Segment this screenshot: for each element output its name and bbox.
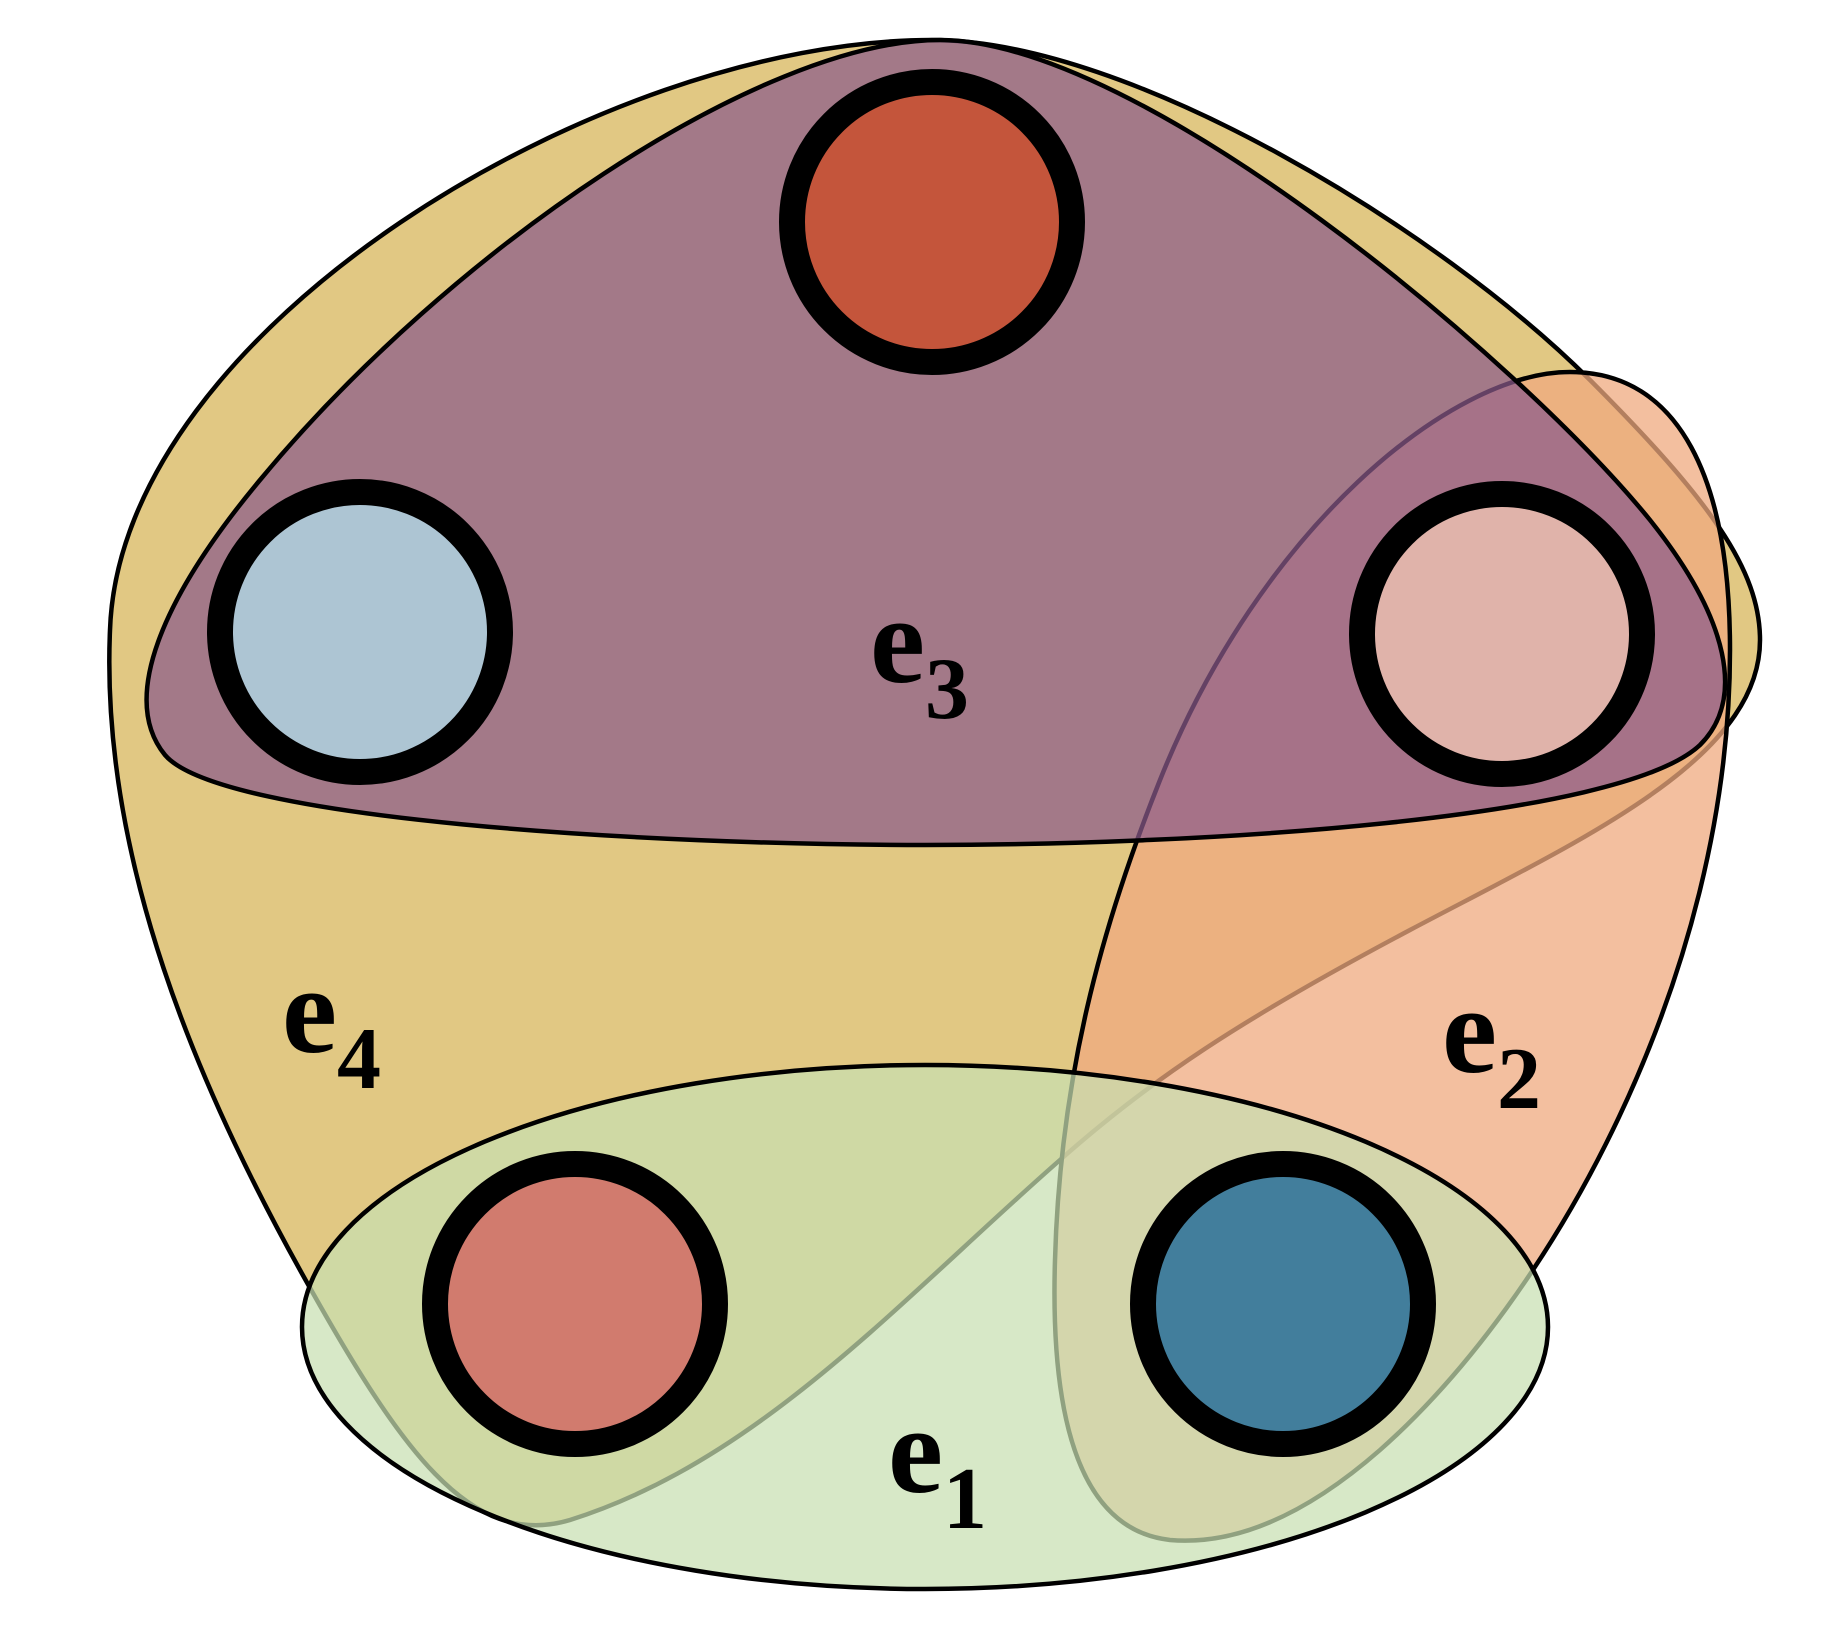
label-e2: e2 [1442,962,1541,1128]
vertex-bottom-left [422,1151,728,1457]
label-e3: e3 [870,572,969,738]
vertex-bottom-right [1130,1151,1436,1457]
vertex-top [779,69,1085,375]
vertex-left [207,479,513,785]
label-e4: e4 [282,942,381,1108]
label-e1: e1 [888,1382,987,1548]
vertex-right [1349,481,1655,787]
hyperedge-e3 [144,37,1728,848]
